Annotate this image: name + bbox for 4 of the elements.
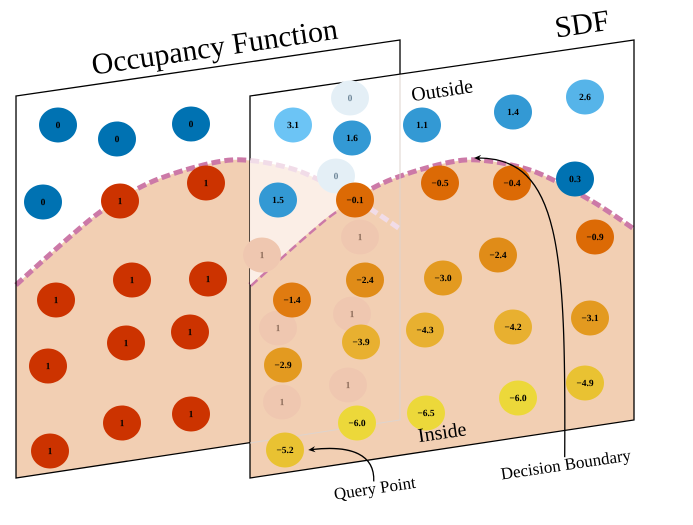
caption-text: Decision Boundary: [500, 452, 630, 480]
region-label: Outside: [412, 80, 473, 101]
caption-text: Query Point: [334, 478, 416, 501]
node-label: SDF: [556, 10, 608, 37]
